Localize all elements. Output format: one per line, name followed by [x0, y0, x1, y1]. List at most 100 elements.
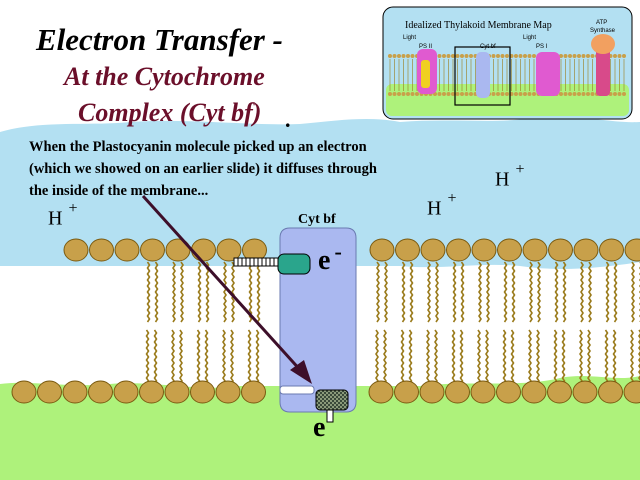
lipid-tail — [248, 261, 253, 323]
inset-atp-head — [591, 34, 615, 54]
inset-lipid-head — [460, 54, 464, 58]
lipid-tail — [529, 261, 533, 323]
inset-lipid-head — [415, 92, 419, 96]
slide-title-line-2: At the Cytochrome — [64, 62, 265, 91]
inset-light-label-2: Light — [523, 35, 537, 41]
inset-lipid-head — [410, 54, 415, 58]
lipid-tail — [146, 261, 151, 323]
inset-ps2-core — [421, 60, 430, 88]
inset-lipid-head — [518, 92, 523, 96]
lipid-tail — [528, 329, 532, 385]
inset-lipid-head — [401, 92, 406, 96]
inset-lipid-head — [581, 54, 586, 58]
diffusion-arrowhead-icon — [290, 360, 312, 384]
lipid-tail — [427, 261, 431, 323]
lipid-tail — [204, 329, 209, 385]
inset-cytbf-label: Cyt bf — [480, 44, 496, 50]
inset-lipid-head — [514, 54, 518, 58]
lipid-head — [63, 238, 89, 262]
lipid-tail — [631, 261, 635, 323]
inset-title: Idealized Thylakoid Membrane Map — [405, 20, 552, 31]
lipid-tail — [588, 261, 592, 323]
lipid-tail — [197, 261, 202, 323]
lipid-tail — [451, 329, 456, 385]
inset-lipid-head — [577, 54, 581, 58]
inset-lipid-head — [437, 54, 442, 58]
lipid-head — [470, 380, 496, 404]
inset-lipid-head — [586, 92, 590, 96]
lipid-head — [62, 380, 88, 404]
inset-lipid-head — [455, 92, 460, 96]
inset-lipid-head — [505, 92, 509, 96]
lipid-head — [394, 380, 419, 404]
inset-lipid-head — [505, 54, 509, 58]
lipid-tails — [145, 261, 640, 385]
inset-lipid-head — [613, 92, 617, 96]
thylakoid-map-inset — [382, 6, 633, 120]
inset-lipid-head — [388, 54, 392, 58]
lipid-head — [623, 380, 640, 404]
lipid-tail — [401, 261, 406, 323]
lipid-head — [548, 238, 573, 262]
inset-lipid-head — [568, 92, 572, 96]
inset-lipid-head — [446, 54, 451, 58]
description-line-1: When the Plastocyanin molecule picked up… — [29, 139, 367, 155]
proton-label-center: H+ — [427, 190, 457, 220]
inset-lipid-head — [563, 54, 568, 58]
lipid-tail — [460, 261, 465, 323]
inset-lipid-head — [577, 92, 581, 96]
lipid-head — [114, 238, 140, 262]
inset-lipid-head — [388, 92, 392, 96]
lipid-tail — [231, 261, 235, 323]
lipid-tail — [223, 261, 227, 323]
lipid-tail — [630, 329, 634, 385]
lipid-tail — [256, 261, 261, 323]
lipid-head — [395, 238, 420, 262]
diffusion-arrow — [141, 194, 304, 374]
inset-ps2-label: PS II — [419, 44, 433, 50]
lipid-tail — [612, 329, 617, 385]
lipid-tail — [153, 329, 158, 385]
slide-title-line-3: Complex (Cyt bf) — [78, 98, 262, 127]
inset-lipid-head — [500, 92, 505, 96]
inset-lipid-head — [568, 54, 572, 58]
inset-lipid-head — [442, 54, 446, 58]
lipid-head — [11, 380, 37, 404]
lipid-tail — [604, 329, 609, 385]
lipid-head — [164, 380, 190, 404]
inset-lipid-head — [581, 92, 586, 96]
electron-bottom-bar — [326, 409, 334, 423]
inset-lipid-head — [455, 54, 460, 58]
inset-atp-synthase — [596, 44, 610, 96]
inset-lipid-head — [406, 54, 410, 58]
inset-lipid-head — [572, 54, 577, 58]
lipid-tail — [222, 329, 226, 385]
inset-lipid-head — [406, 92, 410, 96]
lipid-tail — [459, 329, 464, 385]
inset-lipid-head — [527, 92, 532, 96]
inset-lipid-head — [464, 92, 469, 96]
inset-highlight-box — [454, 46, 511, 106]
lipid-tail — [477, 329, 481, 385]
lipid-tail — [172, 261, 176, 323]
inset-lipid-head — [622, 92, 626, 96]
lipid-head — [369, 238, 395, 262]
lipid-tail — [376, 261, 380, 323]
inset-lipid-head — [491, 92, 496, 96]
inset-lipid-head — [437, 92, 442, 96]
lipid-tail — [384, 261, 388, 323]
lipid-head — [216, 238, 242, 262]
lipid-tail — [502, 329, 507, 385]
inset-lipid-head — [586, 54, 590, 58]
lipid-head — [215, 380, 241, 404]
lipid-tail — [409, 261, 414, 323]
inset-light-label: Light — [403, 35, 417, 41]
inset-lipid-head — [469, 54, 473, 58]
lipid-tail — [536, 329, 540, 385]
lipid-tail — [196, 329, 201, 385]
inset-lipid-head — [590, 54, 595, 58]
lipid-head — [420, 238, 446, 262]
lipid-tail — [554, 261, 559, 323]
inset-lipid-head — [442, 92, 446, 96]
